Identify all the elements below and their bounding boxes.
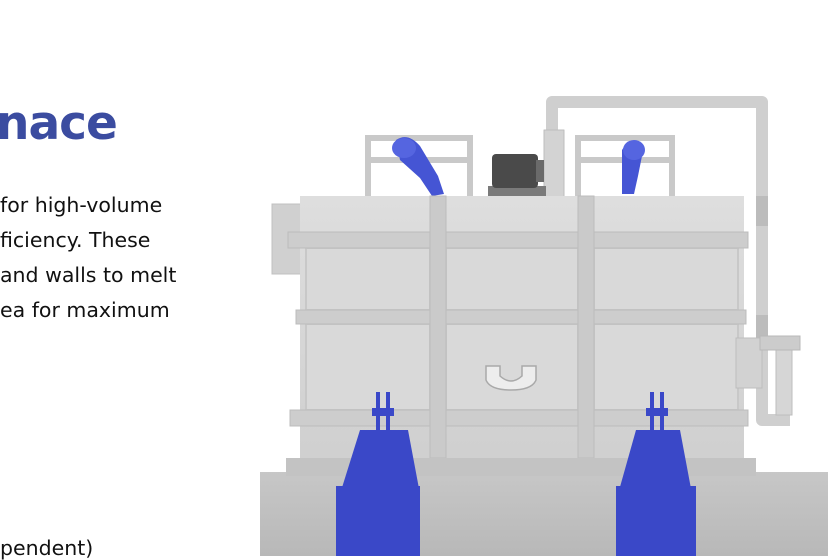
blue-support-right [616, 392, 696, 556]
slide-heading: nace [0, 96, 118, 151]
body-line-4: ea for maximum [0, 298, 170, 322]
blue-support-left [336, 392, 420, 556]
body-line-1: for high-volume [0, 193, 163, 217]
burner-left-icon [392, 137, 444, 196]
exhaust-pipe-icon [543, 96, 790, 426]
burner-right-icon [622, 140, 645, 194]
slide-body-text: for high-volume ficiency. These and wall… [0, 188, 270, 328]
body-line-2: ficiency. These [0, 228, 151, 252]
body-line-3: and walls to melt [0, 263, 177, 287]
door-handle-icon [485, 365, 537, 391]
motor-icon [488, 154, 546, 198]
slide-bottom-text: pendent) [0, 536, 94, 560]
furnace-illustration [260, 96, 828, 556]
